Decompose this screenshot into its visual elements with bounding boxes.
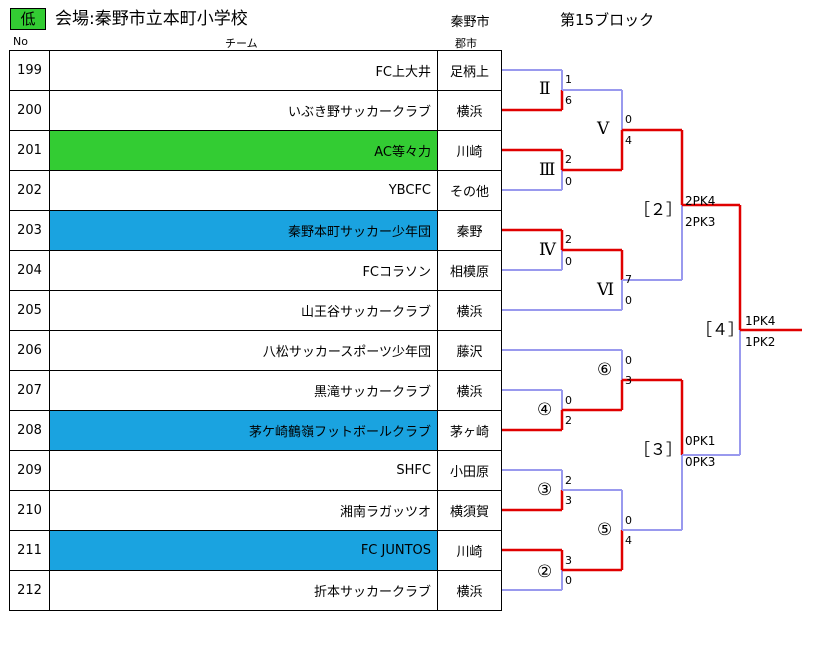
team-number: 204 <box>9 250 50 291</box>
match-b2-score-top: 2PK4 <box>685 194 716 208</box>
team-number: 209 <box>9 450 50 491</box>
team-district: 藤沢 <box>437 330 502 371</box>
col-district-header: 郡市 <box>455 37 477 50</box>
team-district: 横浜 <box>437 90 502 131</box>
team-district: その他 <box>437 170 502 211</box>
match-m6-score-top: 7 <box>625 273 632 286</box>
match-m6-label: Ⅵ <box>597 280 615 300</box>
match-c2-score-top: 3 <box>565 554 572 567</box>
match-m3-label: Ⅲ <box>539 160 556 180</box>
team-district: 横浜 <box>437 570 502 611</box>
match-m3-score-top: 2 <box>565 153 572 166</box>
match-c5-score-top: 0 <box>625 514 632 527</box>
match-m5-label: Ⅴ <box>597 119 610 139</box>
team-number: 199 <box>9 50 50 91</box>
team-name: AC等々力 <box>49 130 438 171</box>
match-m4-score-top: 2 <box>565 233 572 246</box>
match-m5-score-top: 0 <box>625 113 632 126</box>
level-badge: 低 <box>10 8 46 30</box>
match-b3-label: ［３］ <box>634 440 683 459</box>
venue-title: 会場:秦野市立本町小学校 <box>55 9 248 29</box>
block-title: 第15ブロック <box>560 11 655 29</box>
team-number: 208 <box>9 410 50 451</box>
match-c4-score-top: 0 <box>565 394 572 407</box>
team-name: SHFC <box>49 450 438 491</box>
team-number: 203 <box>9 210 50 251</box>
host-city: 秦野市 <box>450 15 490 30</box>
match-c3-label: ③ <box>537 480 553 500</box>
team-name: 秦野本町サッカー少年団 <box>49 210 438 251</box>
team-number: 201 <box>9 130 50 171</box>
match-m5-score-bottom: 4 <box>625 134 632 147</box>
match-m2-label: Ⅱ <box>539 79 551 99</box>
match-c3-score-bottom: 3 <box>565 494 572 507</box>
match-m6-score-bottom: 0 <box>625 294 632 307</box>
match-m4-score-bottom: 0 <box>565 255 572 268</box>
team-district: 川崎 <box>437 530 502 571</box>
match-c3-score-top: 2 <box>565 474 572 487</box>
team-name: 折本サッカークラブ <box>49 570 438 611</box>
team-name: 茅ケ崎鶴嶺フットボールクラブ <box>49 410 438 451</box>
team-name: 山王谷サッカークラブ <box>49 290 438 331</box>
match-b2-label: ［２］ <box>634 200 683 219</box>
match-m4-label: Ⅳ <box>539 240 556 260</box>
match-c5-label: ⑤ <box>597 520 613 540</box>
match-b4-score-top: 1PK4 <box>745 314 776 328</box>
team-name: 黒滝サッカークラブ <box>49 370 438 411</box>
match-b3-score-bottom: 0PK3 <box>685 455 716 469</box>
match-c6-label: ⑥ <box>597 360 613 380</box>
match-c2-label: ② <box>537 562 553 582</box>
match-m2-score-top: 1 <box>565 73 572 86</box>
match-b4-label: ［４］ <box>696 320 745 339</box>
team-district: 横須賀 <box>437 490 502 531</box>
match-b2-score-bottom: 2PK3 <box>685 215 716 229</box>
match-m2-score-bottom: 6 <box>565 94 572 107</box>
team-number: 211 <box>9 530 50 571</box>
match-c4-score-bottom: 2 <box>565 414 572 427</box>
team-name: YBCFC <box>49 170 438 211</box>
team-district: 川崎 <box>437 130 502 171</box>
team-district: 足柄上 <box>437 50 502 91</box>
team-name: 八松サッカースポーツ少年団 <box>49 330 438 371</box>
team-district: 横浜 <box>437 290 502 331</box>
team-name: FCコラソン <box>49 250 438 291</box>
match-c2-score-bottom: 0 <box>565 574 572 587</box>
match-c6-score-top: 0 <box>625 354 632 367</box>
team-district: 小田原 <box>437 450 502 491</box>
match-c6-score-bottom: 3 <box>625 374 632 387</box>
team-name: FC JUNTOS <box>49 530 438 571</box>
col-team-header: チーム <box>225 37 258 50</box>
team-district: 秦野 <box>437 210 502 251</box>
match-m3-score-bottom: 0 <box>565 175 572 188</box>
match-c4-label: ④ <box>537 400 553 420</box>
match-b4-score-bottom: 1PK2 <box>745 335 776 349</box>
match-c5-score-bottom: 4 <box>625 534 632 547</box>
col-no-header: No <box>13 35 28 48</box>
team-district: 茅ヶ崎 <box>437 410 502 451</box>
match-b3-score-top: 0PK1 <box>685 434 716 448</box>
